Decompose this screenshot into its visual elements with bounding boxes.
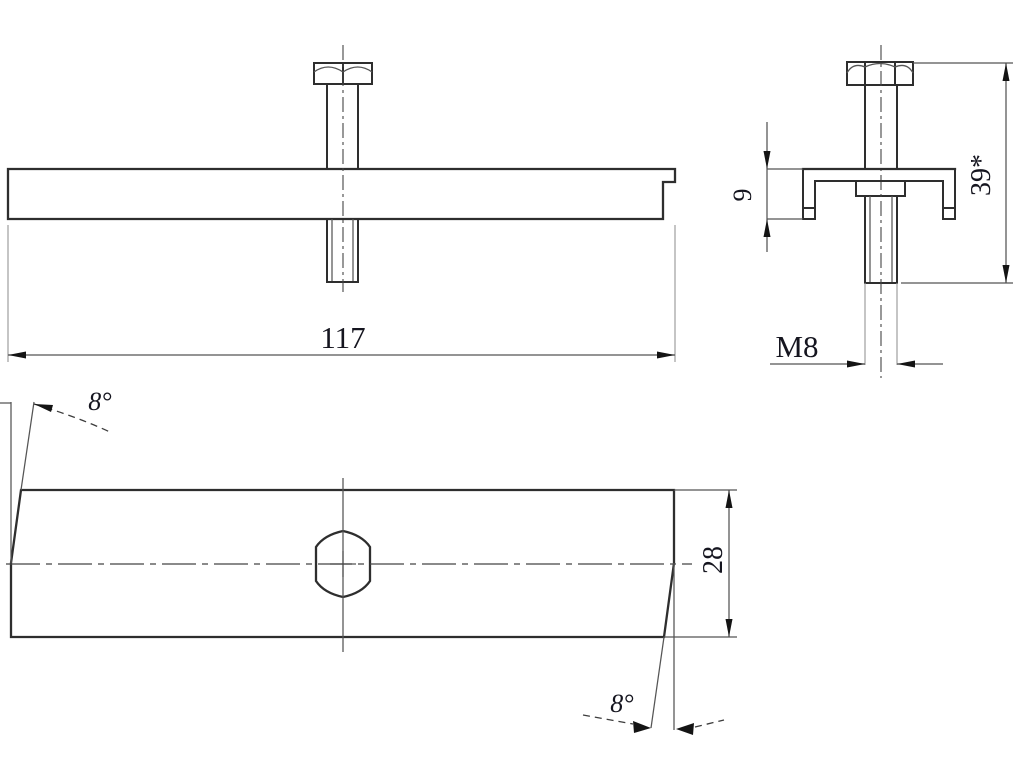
dim-9-label: 9 bbox=[728, 189, 757, 202]
dim-overall-39: 39* bbox=[901, 62, 1013, 284]
angle-right-slant-ext bbox=[650, 636, 665, 729]
angle-right-arrow-left bbox=[633, 721, 651, 733]
plate-left-foot bbox=[802, 168, 816, 220]
dim-39-arrow-bottom bbox=[1002, 265, 1010, 283]
front-bolt-head-chamfer-arcs bbox=[313, 66, 373, 73]
plate-right-foot bbox=[942, 168, 956, 220]
dim-width-28: 28 bbox=[664, 489, 737, 638]
angle-right-arrow-right bbox=[676, 723, 694, 735]
angle-left-slant-ext bbox=[20, 401, 35, 491]
side-bolt bbox=[846, 45, 914, 378]
dim-117-arrow-right bbox=[657, 351, 675, 359]
angle-right-8deg: 8° bbox=[582, 563, 725, 735]
dim-28-arrow-bottom bbox=[725, 619, 733, 637]
top-view: 8° 8° 28 bbox=[0, 387, 737, 735]
angle-right-arc-left bbox=[582, 714, 634, 725]
side-clamp-plate bbox=[801, 167, 957, 220]
angle-right-arc-right bbox=[694, 719, 725, 728]
angle-left-arrow bbox=[34, 404, 53, 412]
dim-39-label: 39* bbox=[966, 154, 997, 196]
dim-39-arrow-top bbox=[1002, 63, 1010, 81]
dim-117-label: 117 bbox=[320, 320, 365, 355]
side-view: 9 39* M8 bbox=[728, 45, 1013, 378]
dim-28-arrow-top bbox=[725, 490, 733, 508]
angle-left-label: 8° bbox=[88, 387, 111, 416]
dim-length-117: 117 bbox=[7, 225, 676, 362]
angle-right-label: 8° bbox=[610, 689, 633, 718]
front-bar-outline bbox=[6, 167, 677, 221]
front-bolt bbox=[313, 45, 373, 292]
dim-flange-9: 9 bbox=[728, 122, 803, 252]
angle-left-arc bbox=[33, 403, 111, 433]
dim-9-arrow-bottom bbox=[763, 219, 771, 237]
dim-m8-label: M8 bbox=[775, 329, 818, 364]
dim-117-arrow-left bbox=[8, 351, 26, 359]
side-bolt-head bbox=[846, 61, 914, 86]
front-view: 117 bbox=[6, 45, 677, 362]
dim-m8-arrow-right bbox=[897, 360, 915, 368]
side-bolt-head-chamfer-arcs bbox=[846, 62, 914, 74]
dim-m8-arrow-left bbox=[847, 360, 865, 368]
dim-thread-m8: M8 bbox=[770, 283, 943, 368]
dim-28-label: 28 bbox=[698, 546, 729, 574]
dim-9-arrow-top bbox=[763, 151, 771, 169]
angle-left-8deg: 8° bbox=[0, 387, 112, 563]
